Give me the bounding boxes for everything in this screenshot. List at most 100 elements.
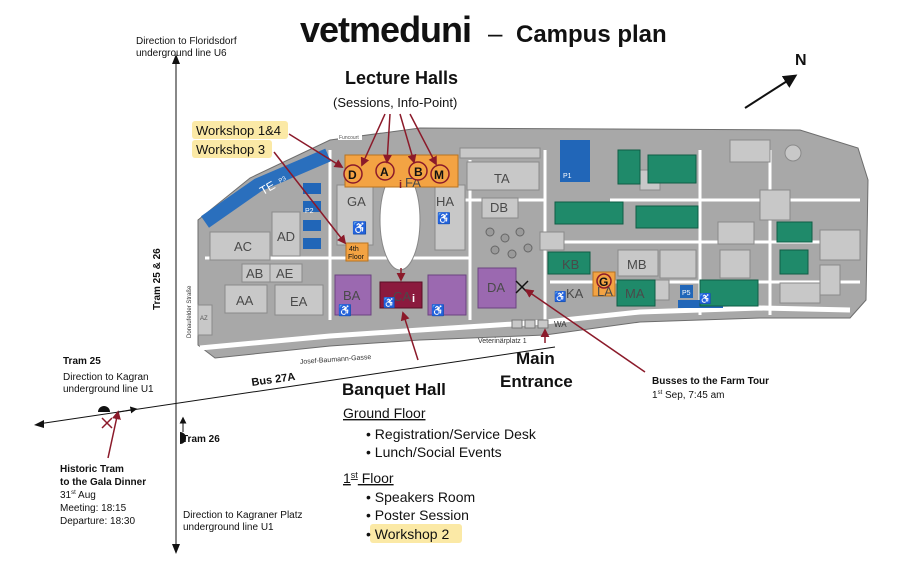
lecture-halls-subtitle: (Sessions, Info-Point) — [333, 95, 457, 110]
building-mb-label: MB — [627, 257, 647, 272]
gala-tram-cross-icon — [101, 417, 113, 429]
building-ca-label: CA — [393, 289, 411, 304]
building-ad-label: AD — [277, 229, 295, 244]
stop-direction-arrow-icon — [117, 406, 138, 414]
ground-item-registration: • Registration/Service Desk — [366, 426, 537, 442]
ground-item-lunch: • Lunch/Social Events — [366, 444, 502, 460]
historic-tram-meeting: Meeting: 18:15 — [60, 503, 127, 514]
building-ab-label: AB — [246, 266, 263, 281]
building-wa-label: WA — [554, 320, 567, 329]
first-item-workshop-2: • Workshop 2 — [366, 526, 449, 542]
building-p1-label: P1 — [563, 173, 572, 180]
accessibility-icon: ♿ — [554, 290, 566, 303]
building-ba-label: BA — [343, 288, 361, 303]
street-veterinaer: Veterinärplatz 1 — [478, 338, 527, 345]
room-b-label: B — [414, 165, 423, 179]
road-arrow-up-icon — [172, 54, 180, 64]
marker-g-label: G — [599, 275, 608, 289]
busses-title: Busses to the Farm Tour — [652, 376, 769, 387]
road-arrow-left-icon — [34, 420, 44, 428]
workshop-3-label: Workshop 3 — [196, 142, 265, 157]
compass: N — [744, 52, 807, 109]
dir-floridsdorf-2: underground line U6 — [136, 48, 227, 59]
dir-kagran-1: Direction to Kagran — [63, 372, 149, 383]
building-p3-label: P3 — [278, 176, 288, 185]
building-ka-label: KA — [566, 286, 584, 301]
dir-kagraner-2: underground line U1 — [183, 522, 274, 533]
tram-track-te — [200, 148, 331, 228]
tram-26-label: Tram 26 — [182, 434, 220, 445]
tram-25-label: Tram 25 — [63, 356, 101, 367]
busses-date: 1st Sep, 7:45 am — [652, 390, 725, 401]
workshop-1-4-highlight — [192, 121, 288, 139]
round-structure — [784, 144, 802, 162]
building-db-label: DB — [490, 200, 508, 215]
building-ac-label: AC — [234, 239, 252, 254]
funcourt-label: Funcourt — [339, 135, 359, 141]
room-d-label: D — [348, 168, 357, 182]
first-item-poster: • Poster Session — [366, 507, 469, 523]
accessibility-icon: ♿ — [383, 296, 395, 309]
first-item-speakers: • Speakers Room — [366, 489, 475, 505]
banquet-hall-building — [379, 281, 423, 309]
entrance-gates — [511, 319, 549, 329]
main-entrance-line1: Main — [516, 349, 555, 368]
workshop-3-highlight — [192, 140, 272, 158]
building-ga-label: GA — [347, 194, 366, 209]
lecture-halls-title: Lecture Halls — [345, 68, 458, 88]
building-kb-label: KB — [562, 257, 579, 272]
workshop-2-highlight — [370, 524, 462, 543]
north-arrow-icon — [744, 74, 798, 109]
street-baumann: Josef-Baumann-Gasse — [300, 354, 372, 366]
fourth-floor-line1: 4th — [349, 246, 359, 253]
annotation-arrows — [107, 113, 646, 459]
building-ha-label: HA — [436, 194, 454, 209]
building-da-label: DA — [487, 280, 505, 295]
info-icon: i — [412, 293, 415, 305]
accessibility-icon: ♿ — [431, 304, 445, 317]
first-floor-heading: 1st Floor — [343, 470, 394, 486]
garden-trees — [485, 227, 533, 259]
building-aa-label: AA — [236, 293, 254, 308]
green-buildings — [547, 149, 813, 307]
historic-tram-line2: to the Gala Dinner — [60, 477, 146, 488]
building-ma-label: MA — [625, 286, 645, 301]
page-title: Campus plan — [516, 21, 667, 48]
street-donaufelder: Donaufelder Straße — [187, 285, 193, 338]
accessibility-icon: ♿ — [699, 292, 711, 305]
marker-g — [596, 273, 612, 289]
historic-tram-departure: Departure: 18:30 — [60, 516, 135, 527]
tram-stop-icon — [98, 406, 110, 412]
info-icon: i — [399, 179, 402, 191]
accessibility-icon: ♿ — [437, 212, 451, 225]
dir-floridsdorf-1: Direction to Floridsdorf — [136, 36, 237, 47]
north-label: N — [795, 52, 807, 69]
historic-tram-date: 31st Aug — [60, 490, 96, 501]
fourth-floor-line2: Floor — [348, 254, 365, 261]
building-ae-label: AE — [276, 266, 294, 281]
building-ea-label: EA — [290, 294, 308, 309]
building-ta-label: TA — [494, 171, 510, 186]
ground-floor-heading: Ground Floor — [343, 405, 426, 421]
tram-stop-icon — [180, 432, 186, 444]
building-p5-label: P5 — [682, 290, 691, 297]
main-entrance-line2: Entrance — [500, 372, 573, 391]
building-az-label: AZ — [200, 316, 208, 322]
building-te-label: TE — [257, 178, 277, 198]
lecture-room-markers — [343, 161, 450, 184]
logo: vetmeduni — [300, 9, 471, 50]
room-a-label: A — [380, 165, 389, 179]
header-dash: – — [488, 18, 503, 48]
dir-kagraner-1: Direction to Kagraner Platz — [183, 510, 303, 521]
tram-25-26-label: Tram 25 & 26 — [152, 248, 163, 310]
historic-tram-line1: Historic Tram — [60, 464, 124, 475]
funcourt — [338, 133, 362, 140]
workshop-1-4-label: Workshop 1&4 — [196, 123, 281, 138]
purple-buildings — [334, 267, 517, 316]
banquet-hall-title: Banquet Hall — [342, 380, 446, 399]
building-p2-label: P2 — [305, 208, 314, 215]
dir-kagran-2: underground line U1 — [63, 384, 154, 395]
accessibility-icon: ♿ — [352, 221, 367, 235]
accessibility-icon: ♿ — [338, 304, 352, 317]
